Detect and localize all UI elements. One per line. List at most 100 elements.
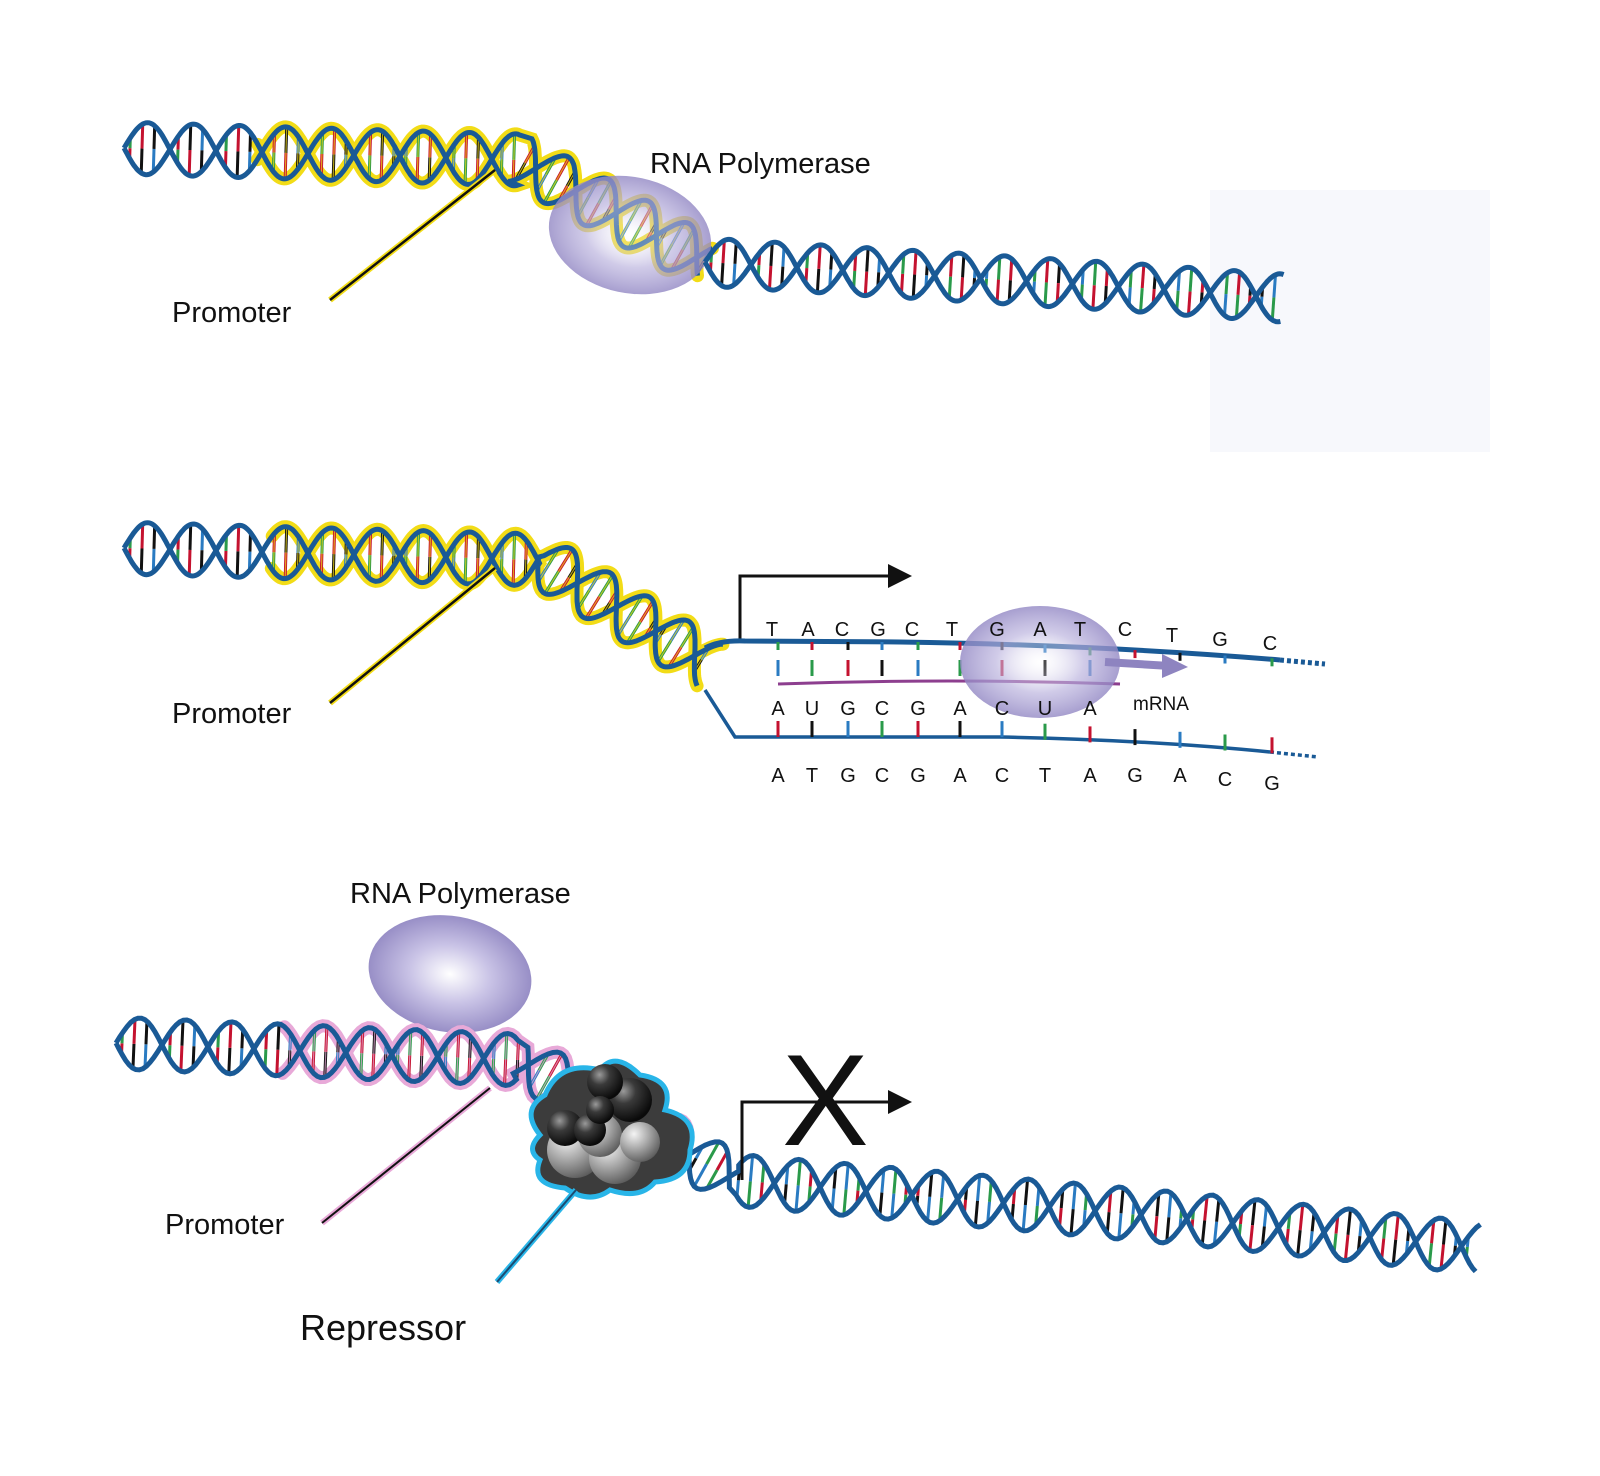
base-pair (949, 255, 954, 277)
base-pair (228, 1021, 233, 1048)
promoter-pointer-core (329, 567, 496, 704)
base-pair (1298, 1204, 1305, 1231)
base-pair-highlight (296, 536, 300, 570)
base-pair (1430, 1220, 1436, 1244)
base-pair (144, 1021, 149, 1045)
base-pair-highlight (320, 132, 324, 176)
dna-backbone (121, 521, 723, 670)
base-pair-highlight (288, 1033, 292, 1067)
promoter-label: Promoter (172, 297, 292, 329)
base-pair-highlight (500, 542, 503, 576)
base-pair-highlight (668, 627, 694, 668)
base-pair (235, 551, 240, 578)
base-pair (733, 242, 738, 264)
base-pair (1200, 1220, 1207, 1245)
base-pair (794, 1185, 800, 1212)
base-pair-highlight (585, 574, 614, 619)
base-pair (720, 262, 725, 286)
base-pair (961, 254, 966, 278)
panel-1-polymerase-binding: RNA Polymerase Promoter (121, 120, 1490, 452)
base-pair (139, 148, 144, 174)
base-pair (1153, 1216, 1159, 1240)
repressor-label: Repressor (300, 1307, 466, 1348)
base-pair (746, 1181, 752, 1208)
panel-2-transcription: Promoter T A C G C T G A T C T G C A (121, 520, 1326, 795)
base-pair-highlight (420, 1032, 424, 1079)
base-pair (1186, 291, 1192, 316)
base-pair (276, 1023, 281, 1050)
base-pair (947, 276, 953, 299)
base-pair (187, 549, 192, 576)
base-pair (995, 279, 1000, 303)
base-pair (139, 548, 144, 574)
base-pair (748, 1155, 755, 1182)
base-pair (1069, 1208, 1075, 1236)
base-pair-highlight (464, 532, 468, 584)
base-pair (1139, 288, 1144, 313)
base-letter: A (801, 619, 815, 641)
base-pair-highlight (536, 1053, 563, 1100)
base-pair (1427, 1243, 1434, 1267)
base-pair-highlight (428, 134, 432, 181)
base-pair-highlight (512, 133, 516, 186)
base-letter: C (1218, 769, 1232, 791)
base-letter: G (1127, 765, 1143, 787)
repressor-subunit (586, 1096, 614, 1124)
rna-polymerase (368, 915, 532, 1033)
base-pair (1092, 261, 1098, 286)
base-pair (892, 1169, 898, 1194)
repressor-subunit (587, 1064, 623, 1100)
base-letter: T (1074, 619, 1086, 641)
dna-backbone (702, 239, 1281, 325)
base-pair (926, 1196, 932, 1222)
base-pair (865, 247, 870, 272)
base-pair (842, 1189, 848, 1216)
base-pair (692, 1163, 708, 1188)
coding-strand-bases: A T G C G A C T A G A C G (771, 765, 1279, 795)
base-pair (179, 1045, 184, 1072)
base-pair-highlight (360, 1030, 364, 1077)
base-pair (1248, 1225, 1254, 1251)
base-pair-highlight (558, 171, 576, 201)
base-pair (151, 548, 156, 572)
base-pair (1212, 1221, 1219, 1245)
panel-3-repression: RNA Polymerase X Promoter Repressor (113, 878, 1482, 1348)
base-pair-highlight (456, 1031, 460, 1083)
base-pair-highlight (543, 157, 570, 204)
base-pair-highlight (529, 1053, 549, 1088)
rna-polymerase-label: RNA Polymerase (650, 148, 871, 180)
base-letter: G (1212, 629, 1228, 651)
base-pair (1165, 1217, 1171, 1242)
dna-helix-promoter (121, 520, 730, 693)
base-pair-highlight (537, 548, 559, 582)
base-pair (1117, 1213, 1123, 1239)
rna-polymerase (548, 175, 712, 295)
base-letter: G (910, 698, 926, 720)
base-pair-highlight (416, 132, 420, 182)
base-pair (769, 242, 774, 267)
template-strand-bases: T A C G C T G A T C T G C (766, 619, 1277, 655)
base-letter: C (875, 765, 889, 787)
promoter-pointer-core (321, 1087, 491, 1224)
base-letter: G (870, 619, 886, 641)
base-letter: G (840, 698, 856, 720)
base-pair-highlight (492, 1042, 495, 1076)
promoter-label: Promoter (165, 1209, 285, 1241)
base-pair (705, 1141, 721, 1165)
base-pair-highlight (476, 137, 480, 180)
base-pair (911, 274, 917, 299)
base-pair-highlight (284, 126, 288, 179)
base-letter: C (1263, 633, 1277, 655)
base-pair-highlight (617, 595, 643, 636)
dna-backbone (113, 1017, 1478, 1274)
base-pair (938, 1197, 944, 1221)
base-pair (996, 256, 1002, 280)
base-pair (928, 1172, 934, 1197)
base-letter: C (995, 765, 1009, 787)
base-pair-highlight (272, 533, 276, 572)
base-letter: C (1118, 619, 1132, 641)
base-pair-highlight (577, 572, 601, 609)
base-letter: T (766, 619, 778, 641)
dna-backbone (113, 1015, 1482, 1273)
